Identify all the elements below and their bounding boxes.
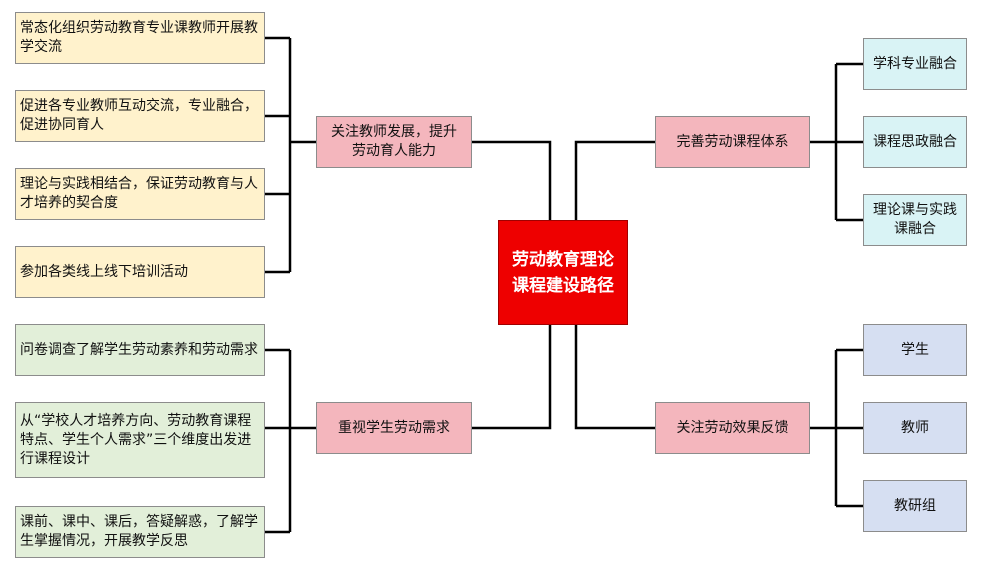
branch-effect-feedback: 关注劳动效果反馈 <box>655 402 810 454</box>
branch-teacher-development: 关注教师发展，提升 劳动育人能力 <box>316 116 472 168</box>
leaf-theory-practice-integration: 理论课与实践 课融合 <box>863 194 967 246</box>
leaf-theory-practice: 理论与实践相结合，保证劳动教育与人才培养的契合度 <box>15 168 265 220</box>
connector-center-top-left <box>472 140 552 220</box>
leaf-teacher-collaboration: 促进各专业教师互动交流，专业融合，促进协同育人 <box>15 90 265 142</box>
leaf-teaching-reflection: 课前、课中、课后，答疑解惑，了解学生掌握情况，开展教学反思 <box>15 506 265 558</box>
leaf-survey: 问卷调查了解学生劳动素养和劳动需求 <box>15 324 265 376</box>
leaf-teachers: 教师 <box>863 402 967 454</box>
leaf-course-design: 从“学校人才培养方向、劳动教育课程特点、学生个人需求”三个维度出发进行课程设计 <box>15 402 265 478</box>
leaf-research-group: 教研组 <box>863 480 967 532</box>
leaf-ideological-integration: 课程思政融合 <box>863 116 967 168</box>
connector-center-top-right <box>574 140 655 220</box>
leaf-training: 参加各类线上线下培训活动 <box>15 246 265 298</box>
center-node: 劳动教育理论 课程建设路径 <box>498 220 628 325</box>
connector-center-bottom-right <box>574 325 655 430</box>
branch-student-needs: 重视学生劳动需求 <box>316 402 472 454</box>
leaf-discipline-integration: 学科专业融合 <box>863 38 967 90</box>
connector-center-bottom-left <box>472 325 552 430</box>
branch-course-system: 完善劳动课程体系 <box>655 116 810 168</box>
leaf-teacher-exchange: 常态化组织劳动教育专业课教师开展教学交流 <box>15 12 265 64</box>
leaf-students: 学生 <box>863 324 967 376</box>
